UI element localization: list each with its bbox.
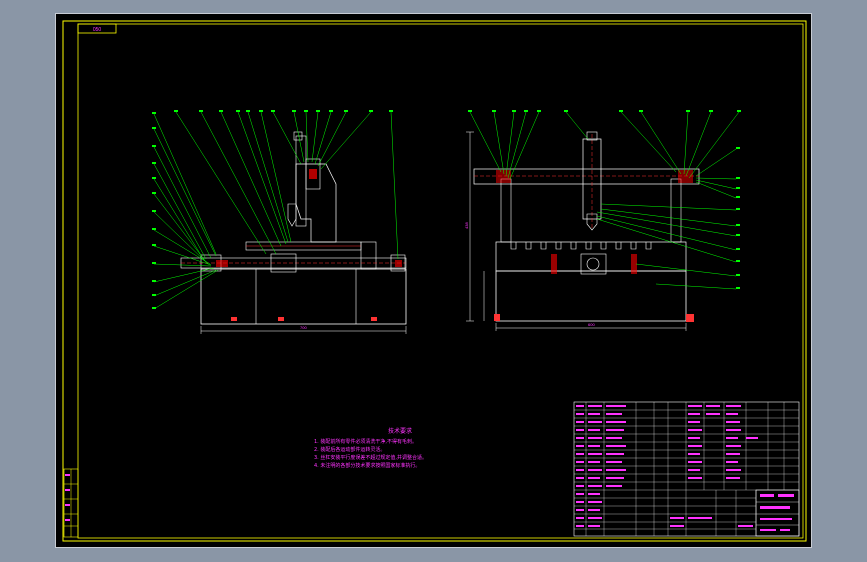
- technical-note-1: 1. 装配前所有零件必须清洗干净,不得有毛刺。: [314, 439, 417, 445]
- right-dimension: 600: [588, 322, 595, 327]
- cad-drawing[interactable]: 050: [56, 14, 813, 549]
- leader-lines-right: [469, 111, 740, 290]
- leader-lines-left: [153, 111, 399, 310]
- corner-tag: 050: [93, 27, 102, 33]
- balloons-right: [468, 110, 741, 289]
- height-dimension: 438: [464, 222, 469, 229]
- corner-tag-box: [77, 23, 117, 34]
- parts-list-table[interactable]: [573, 401, 800, 537]
- technical-note-3: 3. 丝杠安装平行度误差不超过规定值,并调整合适。: [314, 455, 427, 461]
- outer-frame: [62, 20, 807, 542]
- technical-note-4: 4. 未注明的各部分技术要求按照国家标准执行。: [314, 463, 421, 469]
- side-view[interactable]: 700: [180, 131, 407, 334]
- drawing-viewport[interactable]: 050: [55, 13, 812, 548]
- inner-frame: [77, 23, 804, 539]
- balloons-left: [152, 110, 393, 309]
- technical-note-2: 2. 装配后各运动部件运转灵活。: [314, 447, 386, 453]
- side-strip: [63, 468, 79, 538]
- technical-notes-title: 技术要求: [388, 428, 413, 435]
- front-view[interactable]: 600 438: [464, 131, 700, 331]
- left-dimension: 700: [300, 325, 307, 330]
